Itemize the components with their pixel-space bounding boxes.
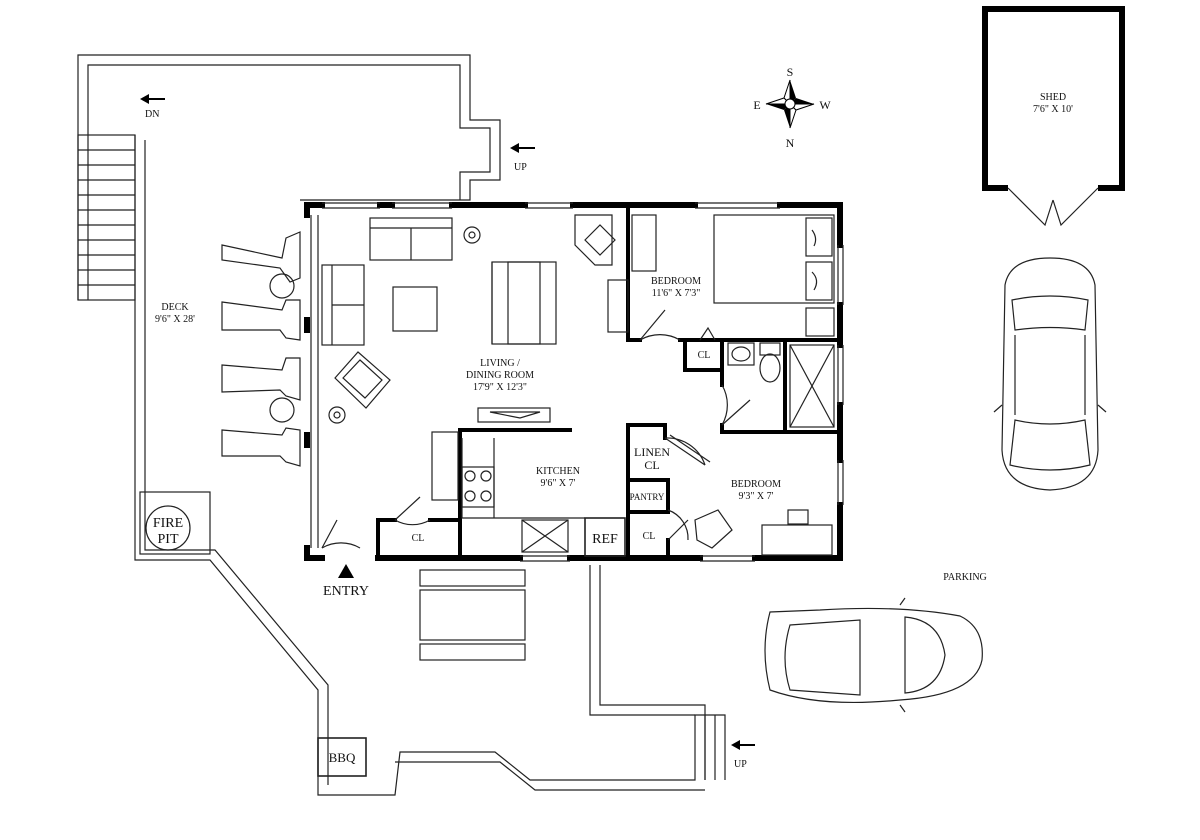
lounge-chair [221,427,301,467]
deck-outline [77,54,726,796]
shed [982,6,1125,227]
stairs [77,134,136,301]
entry-arrow-icon [338,564,354,578]
bedroom2-closet-label: CL [643,531,656,542]
dining-label: DINING ROOM [466,370,534,381]
down-arrow-icon [140,94,165,104]
living-furniture [321,214,629,424]
exterior-walls [304,202,843,561]
pit-label: PIT [158,532,179,547]
bedroom2-furniture [694,509,833,556]
bedroom1-furniture [631,214,835,337]
shed-label: SHED [1040,92,1066,103]
lounge-chair [221,299,301,341]
living-label: LIVING / [480,358,520,369]
up-arrow-icon [731,740,755,750]
deck-dims: 9'6" X 28' [155,314,195,325]
living-dims: 17'9" X 12'3" [473,382,527,393]
linen-cl-label: CL [644,458,659,472]
up-arrow-icon [510,143,535,153]
car-icon [993,257,1107,491]
entry-label: ENTRY [323,584,369,599]
car-icon [764,597,983,713]
door-swings [321,309,751,549]
entry-closet-label: CL [412,533,425,544]
compass-west: W [819,98,831,112]
deck-label: DECK [161,302,189,313]
dn-label: DN [145,109,159,120]
fire-label: FIRE [153,516,183,531]
linen-label: LINEN [634,445,670,459]
bbq-label: BBQ [329,750,356,765]
bbq-box [317,737,367,777]
kitchen-fixtures [431,431,626,557]
compass-south: S [787,65,794,79]
interior-walls [376,208,842,560]
bedroom2-dims: 9'3" X 7' [739,491,774,502]
bathroom-fixtures [727,342,835,428]
parking-label: PARKING [943,572,987,583]
pantry-label: PANTRY [630,492,665,502]
compass-east: E [753,98,760,112]
lounge-chair [221,231,301,299]
kitchen-dims: 9'6" X 7' [541,478,576,489]
bedroom1-dims: 11'6" X 7'3" [652,288,701,299]
ref-label: REF [592,532,618,547]
kitchen-label: KITCHEN [536,466,580,477]
bedroom2-label: BEDROOM [731,479,781,490]
windows [322,202,844,562]
bedroom1-label: BEDROOM [651,276,701,287]
up-label-walk: UP [734,759,747,770]
lounge-chair [221,357,301,423]
up-label-deck: UP [514,162,527,173]
bedroom1-closet-label: CL [698,350,711,361]
compass-rose-icon [765,79,815,129]
entry-steps [419,569,526,661]
fire-pit [139,491,211,555]
compass-north: N [786,136,795,150]
shed-dims: 7'6" X 10' [1033,104,1073,115]
